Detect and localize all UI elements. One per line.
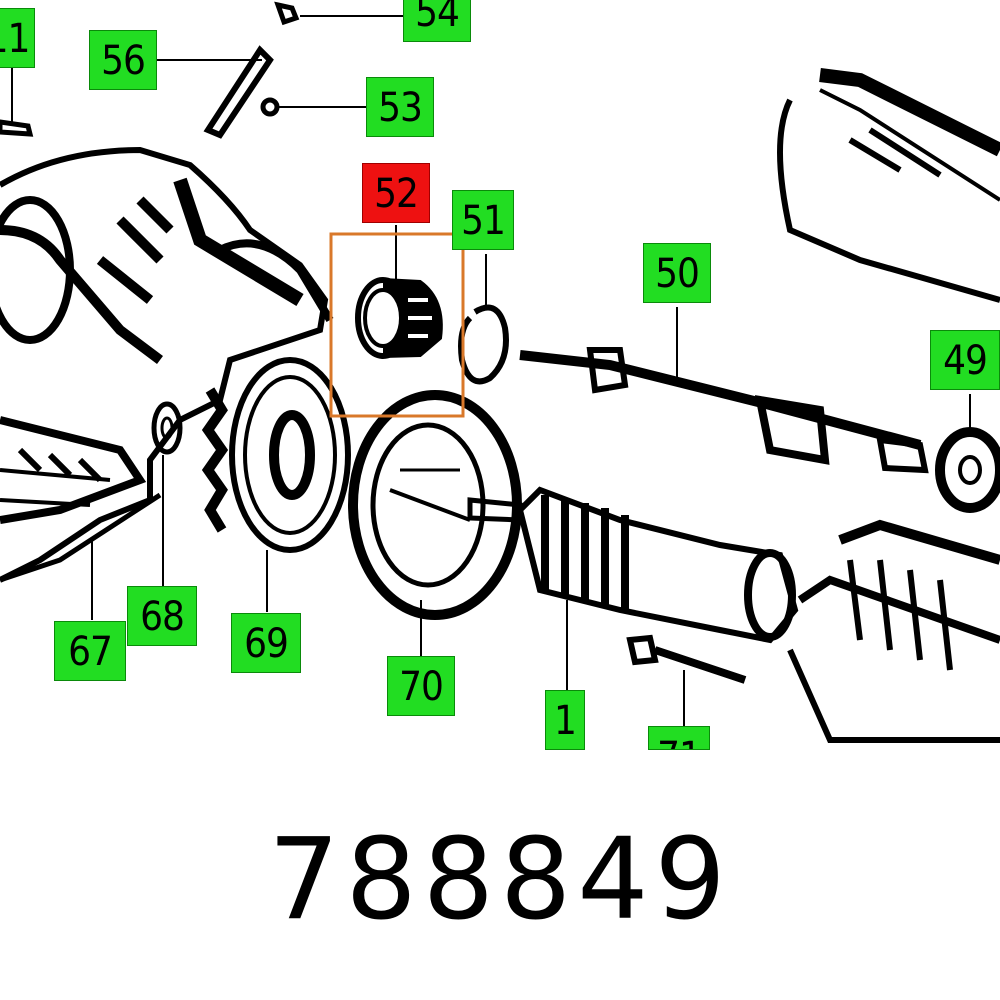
callout-68[interactable]: 68	[127, 586, 197, 646]
callout-1[interactable]: 1	[545, 690, 585, 750]
callout-71[interactable]: 71	[648, 726, 710, 750]
washer-68-drawing	[151, 401, 183, 455]
circlip-51-drawing	[458, 304, 509, 385]
leader-lines	[11, 15, 971, 726]
exploded-parts-diagram	[0, 1, 1000, 743]
gear-housing-drawing	[0, 146, 334, 583]
part-54-drawing	[274, 1, 300, 26]
callout-11[interactable]: 11	[0, 8, 35, 68]
callout-69[interactable]: 69	[231, 613, 301, 673]
callout-70[interactable]: 70	[387, 656, 455, 716]
callout-54[interactable]: 54	[403, 0, 471, 42]
armature-1-drawing	[467, 486, 799, 644]
motor-cover-drawing	[777, 68, 1000, 303]
callout-49[interactable]: 49	[930, 330, 1000, 390]
part-11-drawing	[0, 119, 34, 137]
callout-51[interactable]: 51	[452, 190, 514, 250]
washer-49-drawing	[935, 427, 1000, 513]
screw-53-drawing	[260, 97, 280, 117]
callout-67[interactable]: 67	[54, 621, 126, 681]
pin-56-drawing	[203, 45, 274, 139]
screw-71-drawing	[626, 634, 747, 684]
callout-50[interactable]: 50	[643, 243, 711, 303]
callout-56[interactable]: 56	[89, 30, 157, 90]
fan-ring-70-drawing	[348, 390, 522, 620]
part-number: 788849	[268, 815, 732, 945]
callout-52[interactable]: 52	[362, 163, 430, 223]
ring-69-drawing	[201, 357, 351, 553]
needle-bearing-52-drawing	[355, 277, 443, 359]
callout-53[interactable]: 53	[366, 77, 434, 137]
motor-housing-drawing	[787, 519, 1000, 743]
shaft-50-drawing	[519, 347, 929, 474]
selection-frame	[329, 232, 465, 418]
